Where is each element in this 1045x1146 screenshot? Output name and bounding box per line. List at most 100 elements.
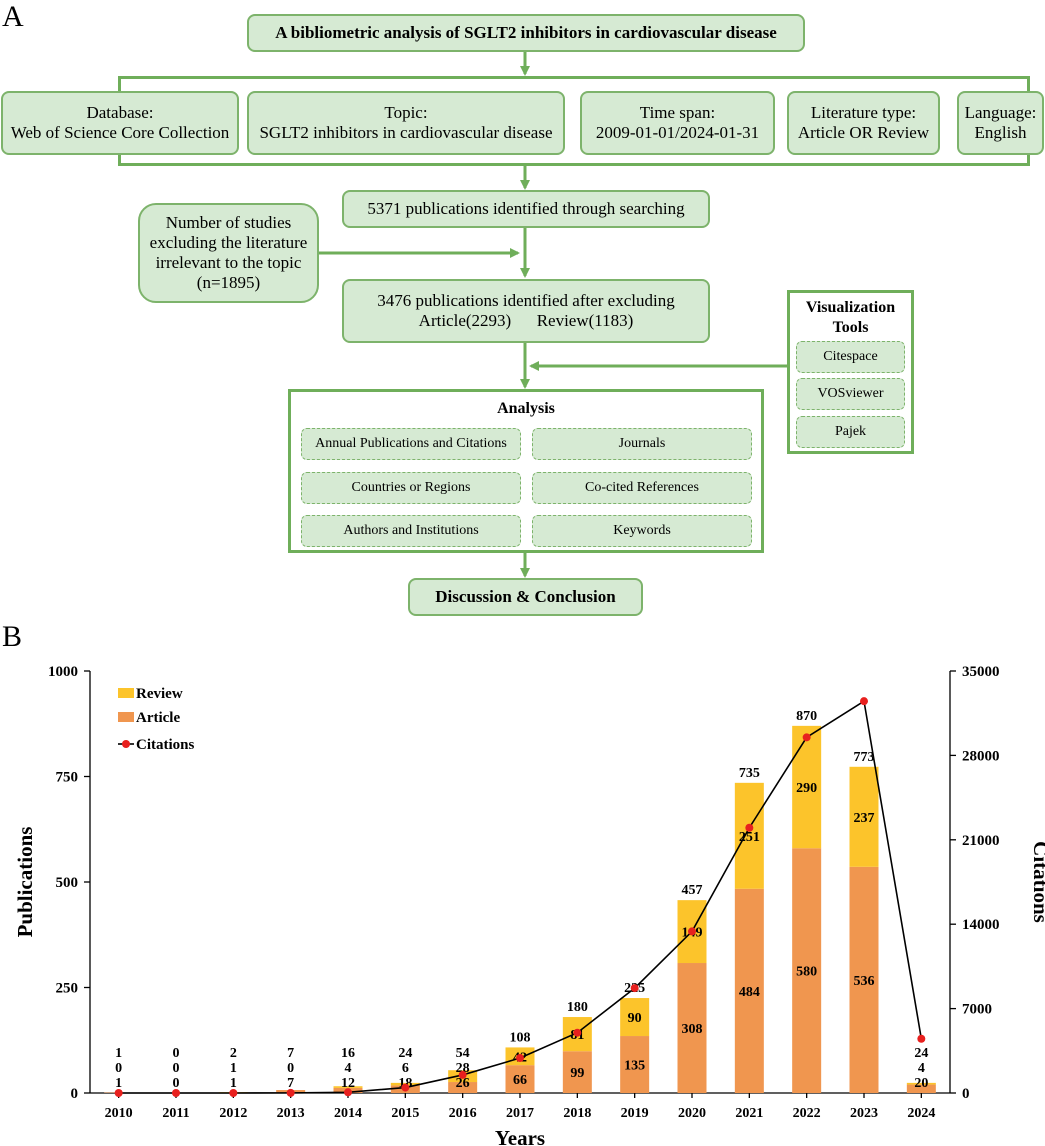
criteria-database: Database: Web of Science Core Collection (1, 91, 239, 155)
criteria-timespan-label: Time span: (639, 103, 716, 122)
criteria-topic-label: Topic: (384, 103, 428, 122)
criteria-timespan-value: 2009-01-01/2024-01-31 (595, 123, 760, 142)
citation-point (688, 927, 696, 936)
x-tick-label: 2022 (793, 1106, 821, 1121)
analysis-item-references: Co-cited References (532, 472, 752, 504)
label-total: 180 (567, 1000, 588, 1015)
label-review: 4 (918, 1061, 925, 1076)
legend-marker-citations (122, 740, 130, 748)
label-review: 4 (345, 1061, 352, 1076)
citation-point (917, 1034, 926, 1043)
bar-article (792, 848, 822, 1093)
label-article: 484 (739, 985, 760, 1000)
x-axis-title: Years (495, 1126, 545, 1146)
label-article: 580 (796, 965, 817, 980)
bar-review (620, 998, 650, 1037)
x-tick-label: 2014 (334, 1106, 362, 1121)
criteria-literature-type-label: Literature type: (810, 103, 917, 122)
label-total: 7 (287, 1046, 294, 1061)
label-review: 1 (230, 1061, 237, 1076)
bar-article (677, 963, 707, 1093)
label-article: 20 (914, 1076, 928, 1091)
excluded-line-2: excluding the literature (149, 233, 308, 252)
x-tick-label: 2017 (506, 1106, 534, 1121)
analysis-frame (288, 389, 764, 553)
x-tick-label: 2021 (735, 1106, 763, 1121)
publications-chart: 025050075010000700014000210002800035000Y… (13, 664, 1045, 1146)
y-axis-title: Publications (13, 827, 37, 938)
label-total: 24 (398, 1046, 412, 1061)
label-review: 6 (402, 1061, 409, 1076)
bar-review (906, 1082, 936, 1085)
criteria-database-label: Database: (86, 103, 154, 122)
criteria-literature-type: Literature type: Article OR Review (787, 91, 940, 155)
label-review: 290 (796, 781, 817, 796)
citation-point (516, 1054, 524, 1063)
citation-point (860, 697, 868, 706)
label-total: 870 (796, 709, 817, 724)
label-total: 0 (173, 1046, 180, 1061)
label-total: 457 (682, 883, 703, 898)
bar-review (333, 1086, 363, 1088)
citation-point (458, 1070, 467, 1079)
label-article: 0 (173, 1076, 180, 1091)
label-total: 735 (739, 766, 760, 781)
flow-title-box: A bibliometric analysis of SGLT2 inhibit… (247, 14, 805, 52)
visualization-title-line-1: Visualization (805, 299, 896, 316)
label-total: 2 (230, 1046, 237, 1061)
after-exclusion-line-1: 3476 publications identified after exclu… (377, 291, 675, 310)
y-tick-label: 750 (56, 770, 79, 786)
analysis-title: Analysis (497, 400, 555, 417)
x-tick-label: 2010 (105, 1106, 133, 1121)
visualization-title: Visualization Tools (787, 298, 914, 338)
y-tick-label: 1000 (48, 664, 78, 680)
bar-review (792, 725, 822, 849)
citation-point (172, 1089, 180, 1097)
excluded-line-4: (n=1895) (196, 273, 261, 292)
analysis-item-journals: Journals (532, 428, 752, 460)
label-total: 1 (115, 1046, 122, 1061)
label-article: 1 (115, 1076, 122, 1091)
bar-article (620, 1036, 650, 1093)
label-article: 7 (287, 1076, 294, 1091)
x-tick-label: 2023 (850, 1106, 878, 1121)
citation-point (802, 733, 811, 742)
y2-tick-label: 14000 (962, 917, 1000, 933)
label-review: 251 (739, 830, 760, 845)
y-tick-label: 500 (56, 875, 79, 891)
legend-swatch-article (118, 712, 134, 722)
excluded-line-3: irrelevant to the topic (155, 253, 302, 272)
bar-review (849, 766, 879, 867)
bar-article (562, 1051, 592, 1093)
label-review: 28 (456, 1061, 470, 1076)
label-article: 66 (513, 1073, 527, 1088)
after-exclusion-line-2: Article(2293) Review(1183) (418, 311, 634, 330)
x-tick-label: 2019 (621, 1106, 649, 1121)
label-total: 54 (456, 1046, 470, 1061)
x-tick-label: 2018 (563, 1106, 591, 1121)
label-review: 0 (173, 1061, 180, 1076)
x-tick-label: 2015 (391, 1106, 419, 1121)
x-tick-label: 2013 (277, 1106, 305, 1121)
flow-connectors (318, 51, 788, 578)
panel-a-letter: A (2, 0, 24, 33)
tool-pajek: Pajek (796, 416, 905, 448)
analysis-item-authors: Authors and Institutions (301, 515, 521, 547)
criteria-language-value: English (974, 123, 1027, 142)
label-total: 24 (914, 1046, 928, 1061)
label-article: 99 (570, 1066, 584, 1081)
visualization-title-line-2: Tools (832, 319, 869, 336)
label-review: 0 (287, 1061, 294, 1076)
bar-article (906, 1084, 936, 1093)
x-tick-label: 2020 (678, 1106, 706, 1121)
citation-point (401, 1083, 410, 1092)
panel-b-letter: B (2, 620, 23, 653)
y2-axis-title: Citations (1029, 841, 1045, 923)
excluded-box: Number of studies excluding the literatu… (138, 203, 319, 303)
bar-article (505, 1065, 535, 1093)
y2-tick-label: 35000 (962, 664, 1000, 680)
y-tick-label: 250 (56, 981, 79, 997)
label-review: 90 (628, 1011, 642, 1026)
citation-point (344, 1088, 352, 1097)
tool-citespace: Citespace (796, 341, 905, 373)
